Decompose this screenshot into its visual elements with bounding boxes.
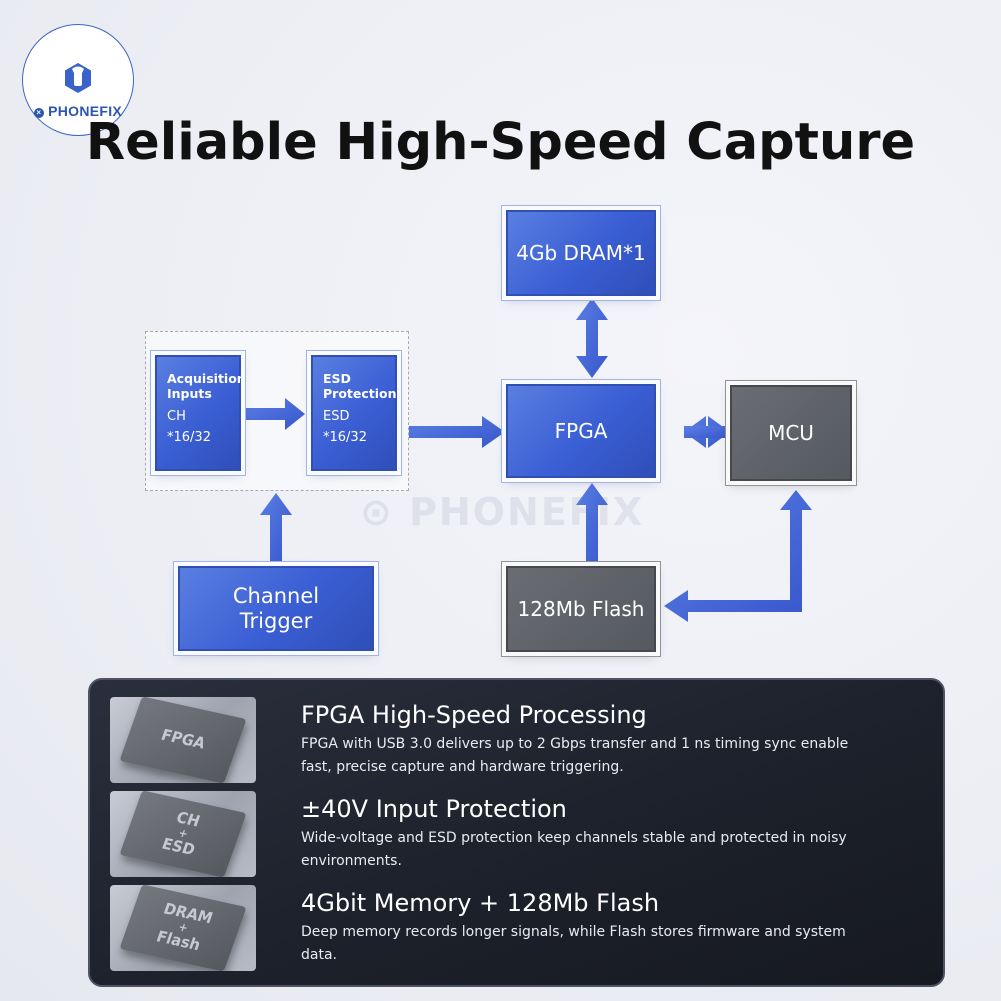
close-circle-icon: × [33,108,44,118]
acquisition-ch: CH [167,409,186,424]
acquisition-title: Acquisition Inputs [167,371,246,401]
wrench-badge-icon [65,63,91,93]
esd-label: ESD [323,409,350,424]
feature-title: ±40V Input Protection [301,795,567,823]
acquisition-count: *16/32 [167,430,211,445]
watermark-icon: ⊙ [360,490,410,534]
arrow-esd-to-fpga [409,416,505,448]
channel-trigger-label: Channel Trigger [232,584,320,633]
node-dram: 4Gb DRAM*1 [506,210,656,296]
flash-label: 128Mb Flash [517,596,645,621]
arrow-mcu-to-flash [664,490,812,622]
arrow-flash-to-fpga [576,483,608,562]
feature-item: FPGA FPGA High-Speed Processing FPGA wit… [110,697,930,787]
feature-item: DRAM + Flash 4Gbit Memory + 128Mb Flash … [110,885,930,975]
node-esd-protection: ESD Protection ESD *16/32 [311,355,397,471]
arrow-trigger-to-inputs [260,493,292,563]
node-mcu: MCU [730,385,852,481]
node-channel-trigger: Channel Trigger [178,566,374,651]
chip-label: FPGA [158,725,208,753]
arrow-dram-fpga [576,298,608,378]
watermark-text: PHONEFIX [409,490,645,534]
esd-title: ESD Protection [323,371,397,401]
features-panel: FPGA FPGA High-Speed Processing FPGA wit… [88,678,945,987]
chip-label: ESD [159,834,198,859]
node-fpga: FPGA [506,384,656,478]
page-title: Reliable High-Speed Capture [85,113,916,172]
node-flash: 128Mb Flash [506,566,656,652]
mcu-label: MCU [768,420,814,445]
feature-title: 4Gbit Memory + 128Mb Flash [301,889,660,917]
brand-name: PHONEFIX [48,103,123,119]
chip-icon: CH + ESD [119,791,247,877]
esd-count: *16/32 [323,430,367,445]
feature-description: FPGA with USB 3.0 delivers up to 2 Gbps … [301,736,849,775]
brand-watermark: ⊙ PHONEFIX [360,490,644,534]
fpga-label: FPGA [554,418,608,443]
dram-label: 4Gb DRAM*1 [516,240,646,265]
chip-icon: DRAM + Flash [119,885,247,971]
feature-description: Deep memory records longer signals, whil… [301,924,846,963]
ch-esd-chip-image: CH + ESD [110,791,256,877]
feature-item: CH + ESD ±40V Input Protection Wide-volt… [110,791,930,881]
arrow-fpga-mcu-shaft [684,426,730,438]
arrow-acquisition-to-esd [246,398,305,430]
fpga-chip-image: FPGA [110,697,256,783]
brand-logo: × PHONEFIX [22,24,134,136]
chip-icon: FPGA [119,697,247,783]
feature-description: Wide-voltage and ESD protection keep cha… [301,830,847,869]
node-acquisition-inputs: Acquisition Inputs CH *16/32 [155,355,246,471]
feature-title: FPGA High-Speed Processing [301,701,647,729]
dram-flash-chip-image: DRAM + Flash [110,885,256,971]
